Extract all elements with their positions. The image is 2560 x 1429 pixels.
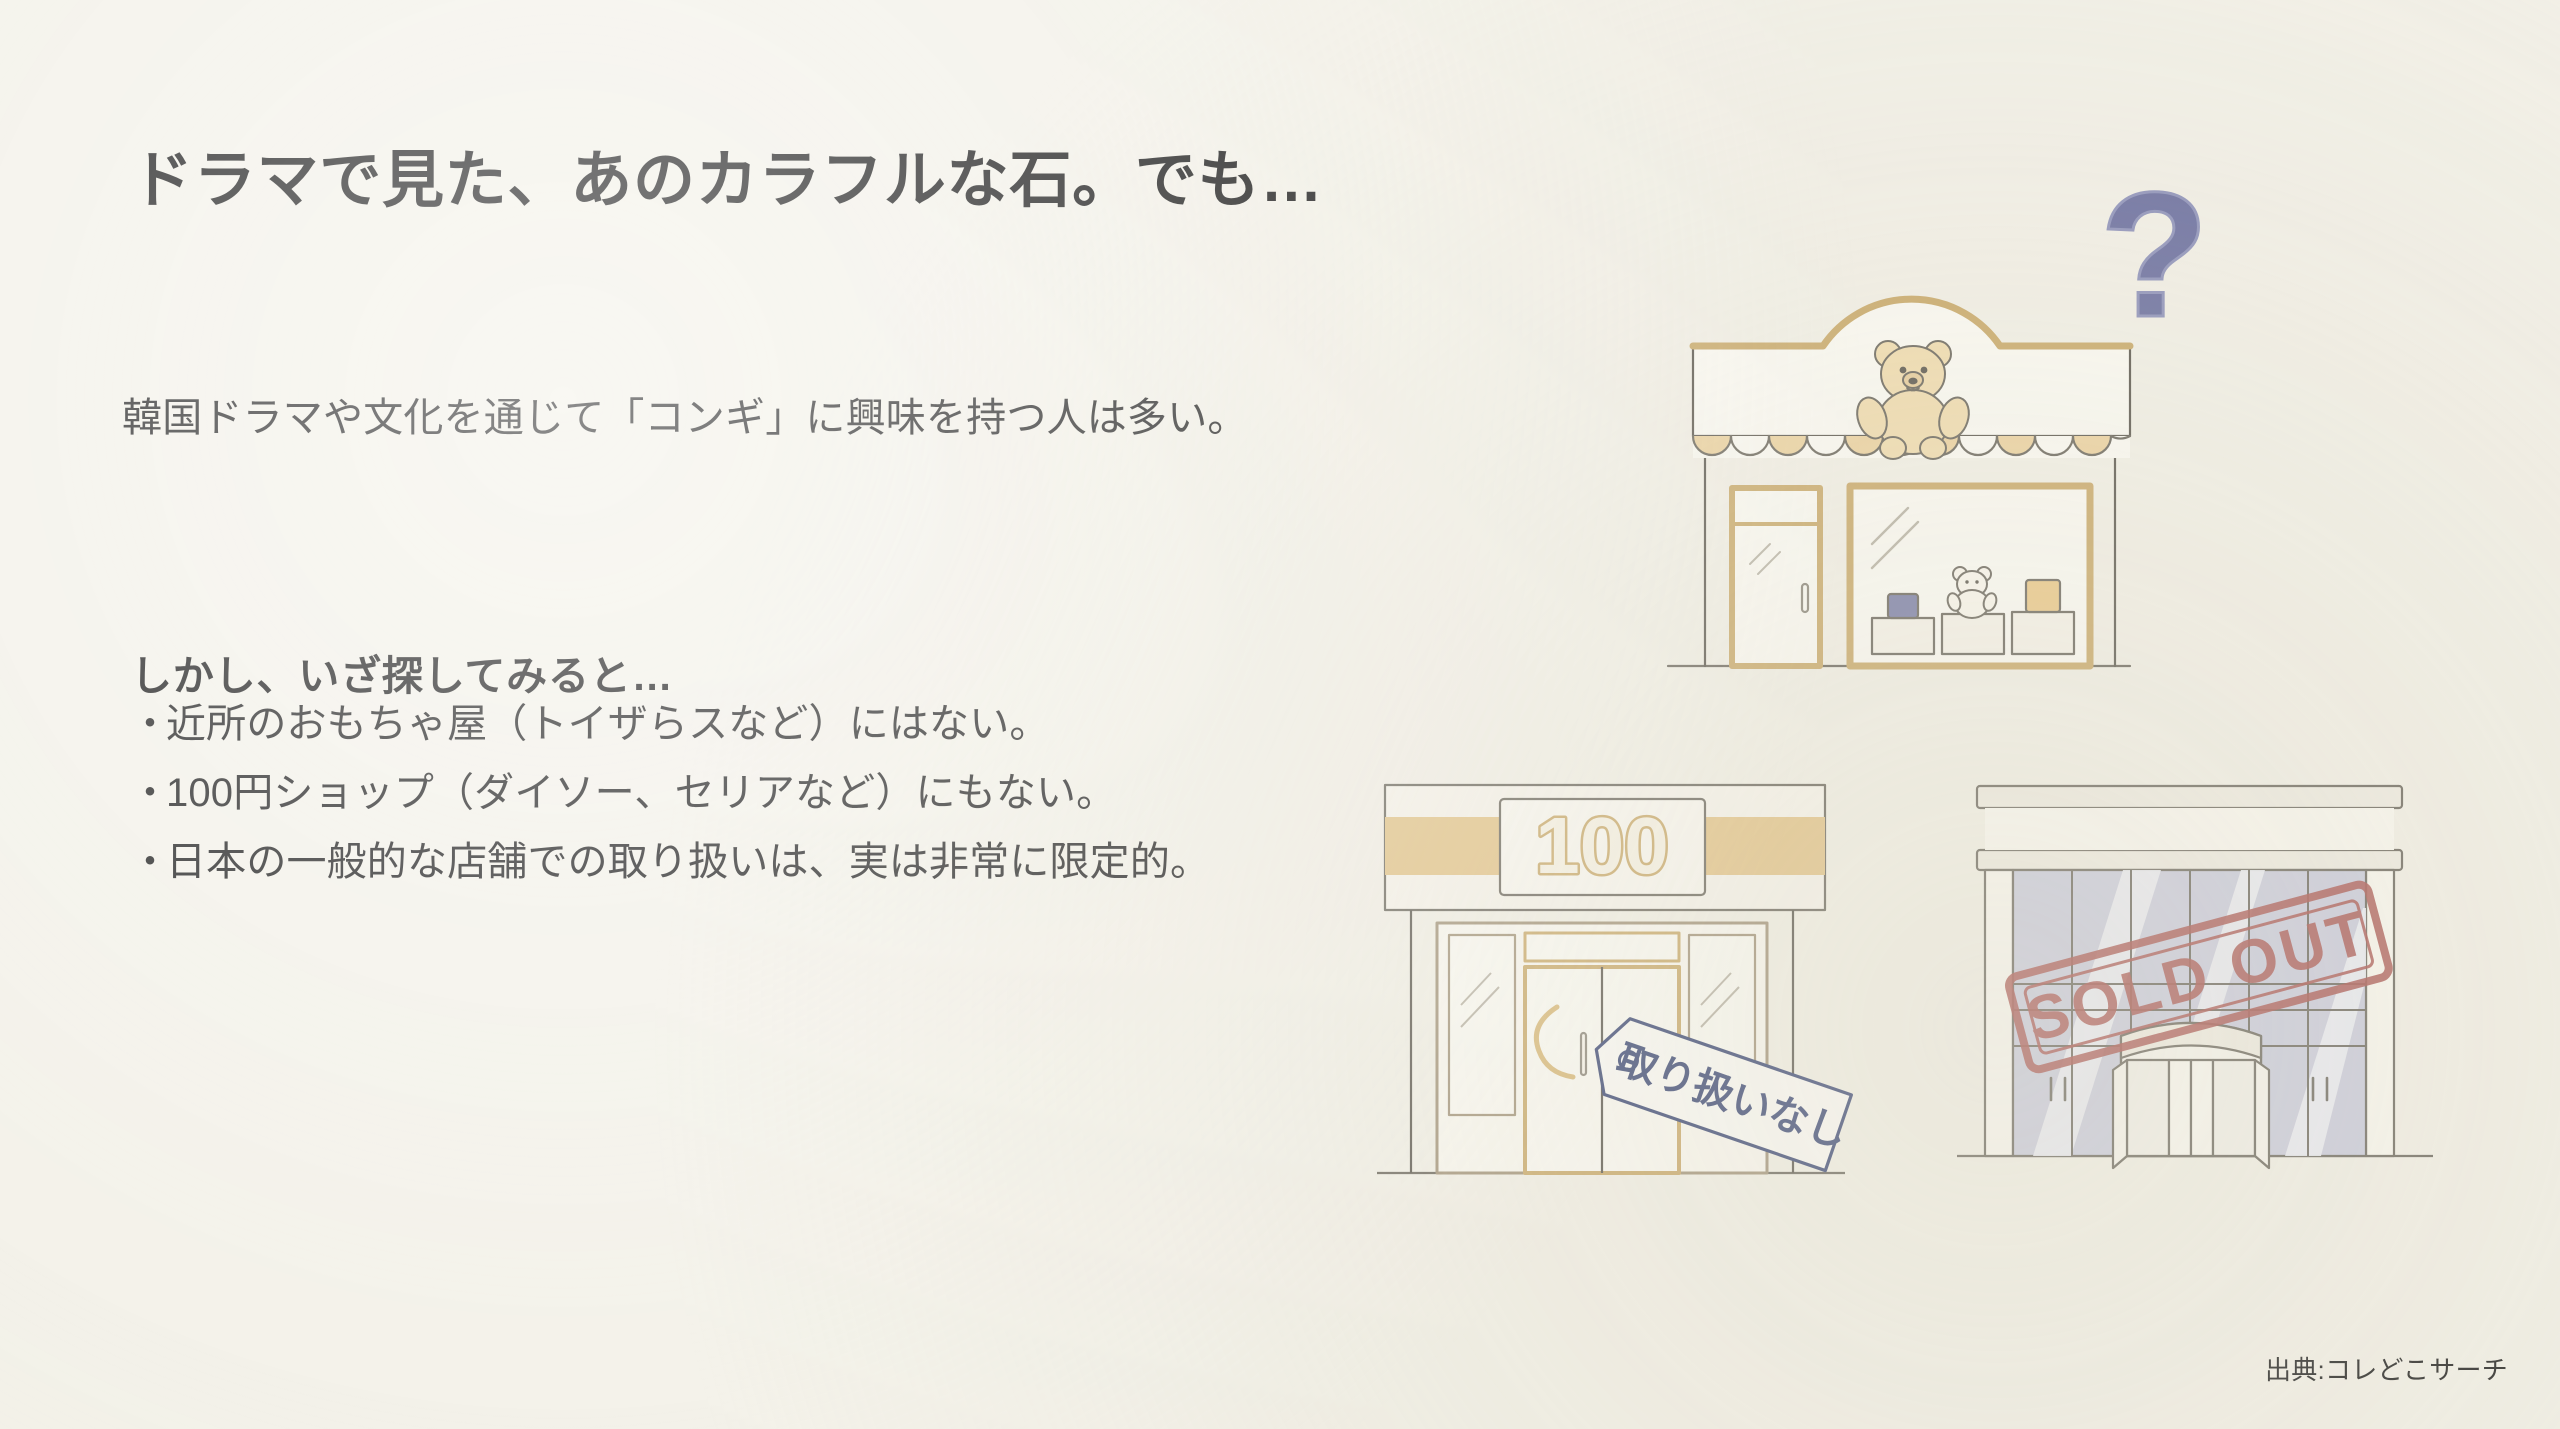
list-item-label: 日本の一般的な店舗での取り扱いは、実は非常に限定的。: [166, 839, 1211, 884]
list-item-label: 近所のおもちゃ屋（トイザらスなど）にはない。: [166, 702, 1050, 746]
subheading: しかし、いざ探してみると…: [131, 653, 674, 700]
bullet-marker-icon: ・: [130, 770, 171, 815]
list-item: ・ 100円ショップ（ダイソー、セリアなど）にもない。: [122, 761, 1272, 826]
bullet-list: ・ 近所のおもちゃ屋（トイザらスなど）にはない。 ・ 100円ショップ（ダイソー…: [122, 692, 1272, 898]
bullet-marker-icon: ・: [130, 702, 171, 746]
toy-store-illustration: ?: [1660, 154, 2220, 696]
list-item-label: 100円ショップ（ダイソー、セリアなど）にもない。: [166, 770, 1117, 815]
list-item: ・ 近所のおもちゃ屋（トイザらスなど）にはない。: [122, 692, 1272, 757]
bullet-marker-icon: ・: [130, 839, 171, 884]
svg-text:?: ?: [2100, 155, 2209, 354]
intro-paragraph: 韓国ドラマや文化を通じて「コンギ」に興味を持つ人は多い。: [122, 396, 1248, 440]
list-item: ・ 日本の一般的な店舗での取り扱いは、実は非常に限定的。: [122, 830, 1272, 895]
hundred-sign-text: 100: [1535, 801, 1668, 890]
hundred-yen-shop-illustration: 100: [1375, 775, 1875, 1205]
department-store-illustration: SOLD OUT: [1955, 778, 2435, 1203]
question-mark-icon: ?: [2099, 154, 2211, 356]
page-title: ドラマで見た、あのカラフルな石。でも…: [131, 145, 1324, 215]
source-attribution: 出典:コレどこサーチ: [2264, 1355, 2508, 1385]
